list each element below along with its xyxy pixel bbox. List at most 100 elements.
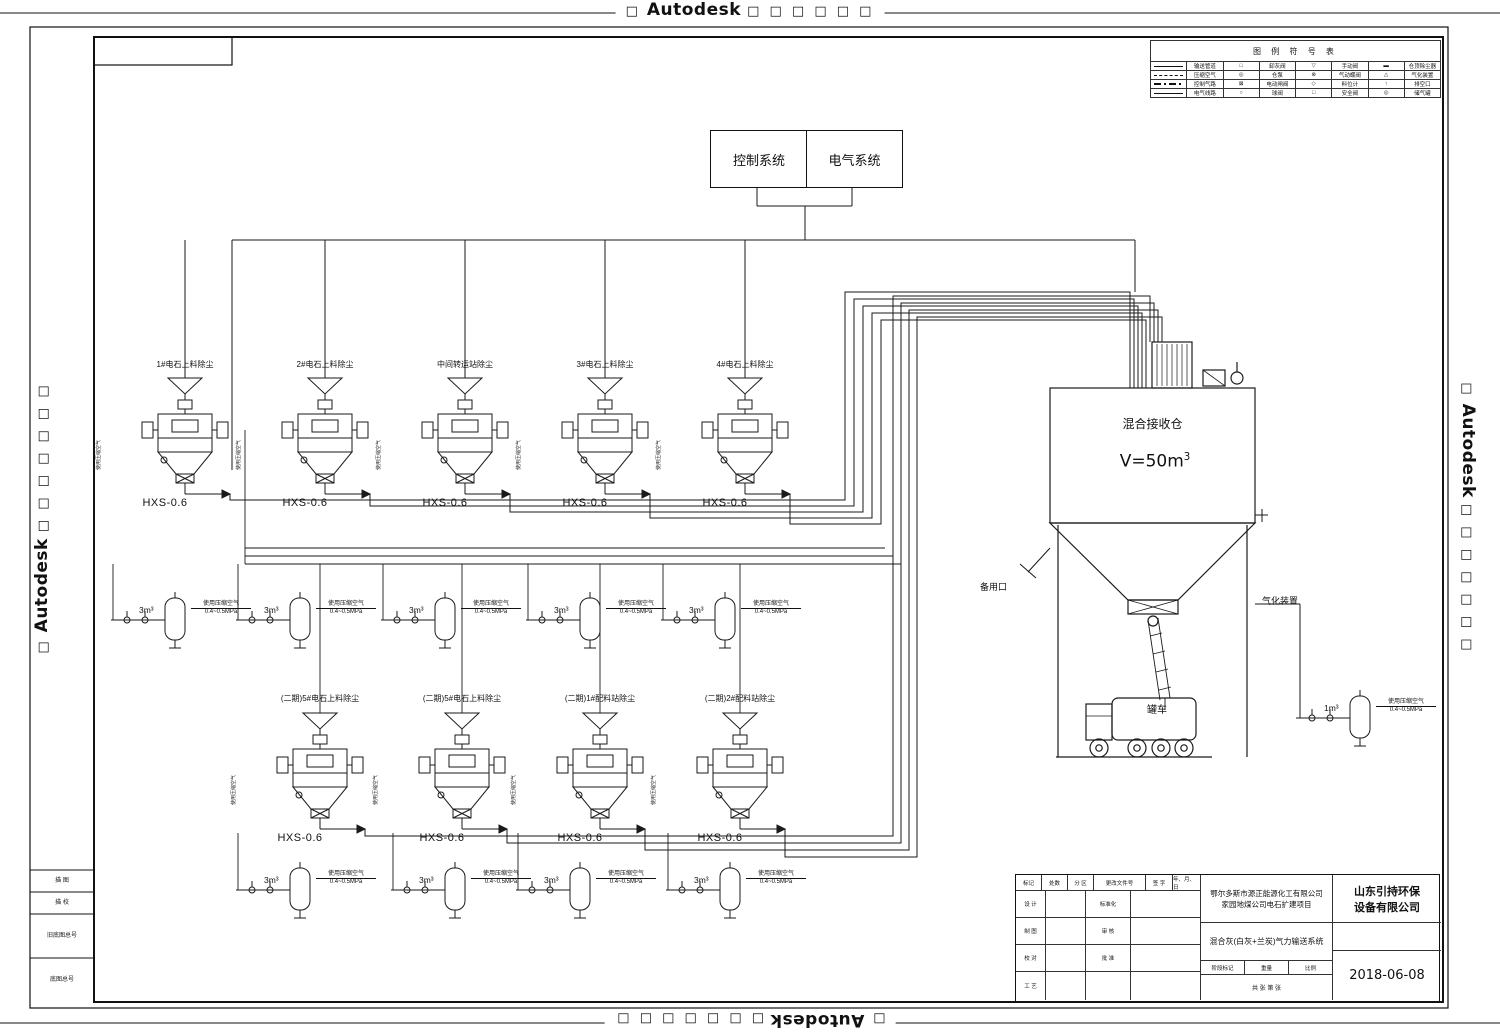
- tank-note-line1: 使用压缩空气: [316, 598, 376, 609]
- unit-label: 中间转运站除尘: [437, 360, 493, 369]
- control-wiring: [184, 186, 1136, 470]
- legend-title: 图 例 符 号 表: [1150, 40, 1441, 62]
- unit-label: 2#电石上料除尘: [296, 360, 354, 369]
- titleblock-cell: 校 对: [1016, 945, 1046, 972]
- legend-label: 料位计: [1331, 79, 1369, 89]
- conveying-pipes-row1: [229, 291, 1147, 525]
- legend-symbol: □: [1222, 61, 1260, 71]
- unit-model: HXS-0.6: [277, 832, 323, 844]
- tank-note-line1: 使用压缩空气: [606, 598, 666, 609]
- silo-volume: V=50m3: [1100, 452, 1210, 472]
- margin-row-label: 底图总号: [49, 977, 74, 983]
- legend-label: 卸灰阀: [1258, 61, 1297, 71]
- tank-volume: 3m³: [139, 605, 154, 615]
- titleblock-cell: [1046, 918, 1086, 945]
- tank-note-line2: 0.4~0.5MPa: [619, 609, 653, 615]
- unit-model: HXS-0.6: [422, 497, 468, 509]
- unit-side-note: 使用压缩空气: [656, 439, 662, 470]
- titleblock-header-cell: 处数: [1042, 875, 1068, 891]
- unit-model: HXS-0.6: [562, 497, 608, 509]
- stage-cell: 阶段标记: [1201, 961, 1245, 975]
- unit-model: HXS-0.6: [557, 832, 603, 844]
- air-distribution-pipes: [112, 430, 901, 890]
- titleblock-cell: 标准化: [1086, 891, 1131, 918]
- legend-line-sample: [1149, 61, 1188, 71]
- silo-volume-value: V=50m: [1119, 451, 1184, 472]
- tank-note-line2: 0.4~0.5MPa: [204, 609, 238, 615]
- legend-line-sample: [1149, 88, 1188, 98]
- tank-note-line1: 使用压缩空气: [596, 868, 656, 879]
- legend-symbol: ▽: [1294, 61, 1333, 71]
- tank-note-line2: 0.4~0.5MPa: [759, 879, 793, 885]
- titleblock-header-cell: 标记: [1016, 875, 1042, 891]
- tank-note-line2: 0.4~0.5MPa: [329, 609, 363, 615]
- legend-symbol: ↑: [1367, 79, 1405, 89]
- tank-note-line2: 0.4~0.5MPa: [609, 879, 643, 885]
- margin-row-label: 描 图: [55, 878, 69, 884]
- legend-symbol: △: [1367, 70, 1405, 80]
- tank-note-line1: 使用压缩空气: [316, 868, 376, 879]
- tank-note-line2: 0.4~0.5MPa: [474, 609, 508, 615]
- stage-cell: 重量: [1245, 961, 1289, 975]
- title-block: 标记 处数 分 区 更改文件号 签 字 年、月、日 设 计 标准化 制 图 审 …: [1015, 874, 1441, 1002]
- titleblock-cell: [1333, 923, 1441, 951]
- autodesk-brand: Autodesk: [32, 538, 52, 633]
- unit-side-note: 使用压缩空气: [516, 439, 522, 470]
- titleblock-cell: [1131, 891, 1201, 918]
- margin-row-label: 旧底图总号: [46, 933, 77, 939]
- tank-note-line1: 使用压缩空气: [191, 598, 251, 609]
- legend-label: 仓顶除尘器: [1403, 61, 1442, 71]
- titleblock-cell: 制 图: [1016, 918, 1046, 945]
- watermark-right: □Autodesk□ □ □ □ □ □ □: [1458, 308, 1478, 728]
- titleblock-cell: 批 准: [1086, 945, 1131, 972]
- watermark-squares: □: [1459, 382, 1474, 398]
- receiving-silo: [1019, 341, 1301, 757]
- legend-symbol: ○: [1222, 88, 1260, 98]
- unit-side-note: 使用压缩空气: [651, 774, 657, 805]
- unit-model: HXS-0.6: [702, 497, 748, 509]
- tank-volume: 3m³: [264, 875, 279, 885]
- legend-label: 仓泵: [1258, 70, 1297, 80]
- autodesk-brand: Autodesk: [646, 0, 742, 20]
- watermark-left: □Autodesk□ □ □ □ □ □ □: [32, 308, 52, 728]
- titleblock-cell: [1046, 972, 1086, 1000]
- watermark-squares: □: [625, 4, 641, 19]
- titleblock-cell: [1046, 945, 1086, 972]
- tank-volume: 3m³: [689, 605, 704, 615]
- unit-model: HXS-0.6: [282, 497, 328, 509]
- unit-label: (二期)1#配料站除尘: [564, 694, 636, 703]
- tank-volume: 3m³: [694, 875, 709, 885]
- tank-volume: 3m³: [264, 605, 279, 615]
- unit-model: HXS-0.6: [419, 832, 465, 844]
- legend-label: 输送管道: [1186, 61, 1224, 71]
- tank-volume: 1m³: [1324, 703, 1339, 713]
- unit-side-note: 使用压缩空气: [511, 774, 517, 805]
- client-line1: 鄂尔多斯市源正能源化工有限公司: [1210, 888, 1323, 898]
- vendor-line1: 山东引持环保: [1354, 885, 1420, 898]
- legend-line-sample: [1149, 70, 1188, 80]
- legend-label: 手动阀: [1331, 61, 1369, 71]
- legend-label: 储气罐: [1403, 88, 1442, 98]
- titleblock-header-cell: 年、月、日: [1173, 875, 1201, 891]
- client-line2: 家园地煤公司电石扩建项目: [1221, 899, 1312, 909]
- watermark-squares: □ □ □ □ □ □ □: [1459, 503, 1474, 654]
- titleblock-header-cell: 分 区: [1068, 875, 1094, 891]
- tank-note-line1: 使用压缩空气: [461, 598, 521, 609]
- unit-model: HXS-0.6: [697, 832, 743, 844]
- legend-label: 球阀: [1258, 88, 1297, 98]
- unit-label: 3#电石上料除尘: [576, 360, 634, 369]
- tank-note-line1: 使用压缩空气: [746, 868, 806, 879]
- watermark-squares: □ □ □ □ □ □ □: [36, 382, 51, 533]
- legend-label: 电气线路: [1186, 88, 1224, 98]
- tank-note-line1: 使用压缩空气: [471, 868, 531, 879]
- vendor-line2: 设备有限公司: [1354, 901, 1420, 914]
- tank-note-line2: 0.4~0.5MPa: [484, 879, 518, 885]
- tank-volume: 3m³: [409, 605, 424, 615]
